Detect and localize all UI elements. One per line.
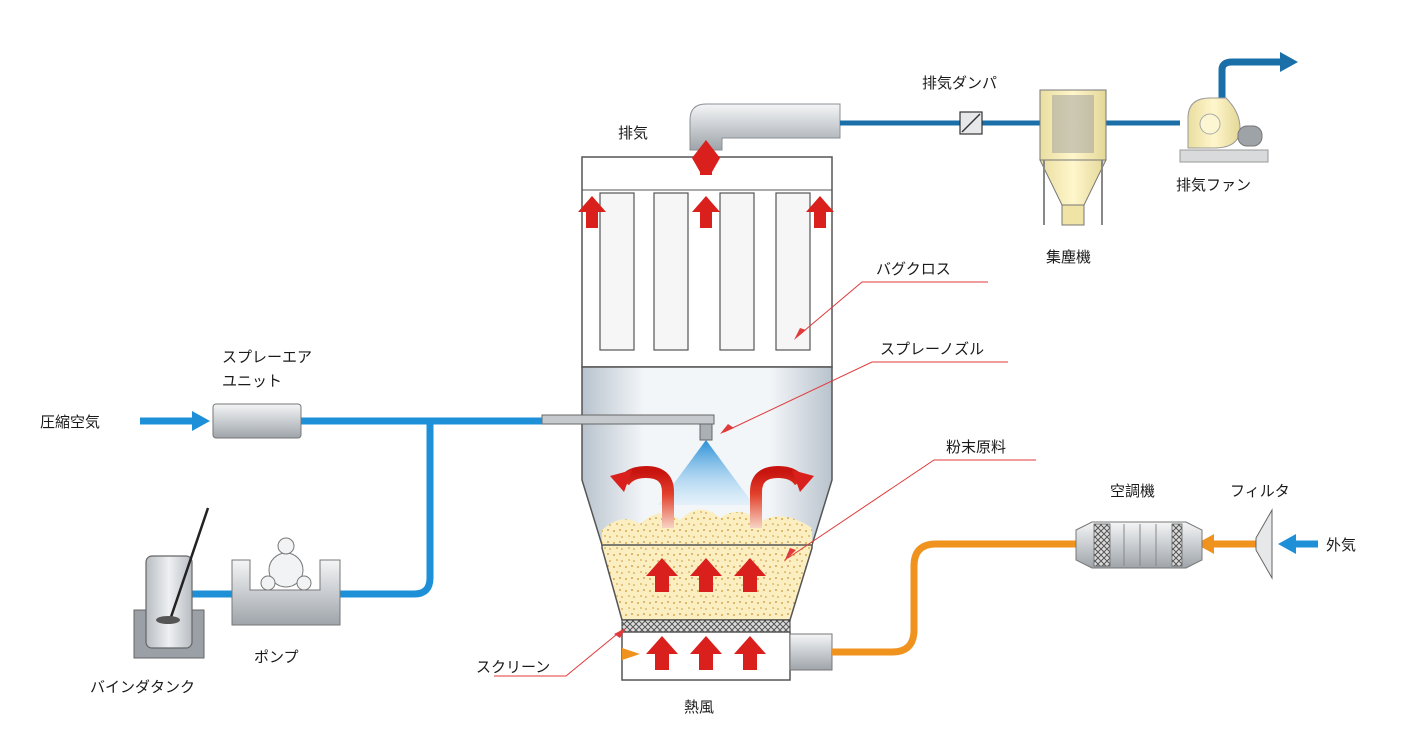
label-spray-nozzle: スプレーノズル (880, 340, 984, 358)
binder-tank (133, 507, 210, 659)
exhaust-fan (1179, 97, 1269, 163)
label-pump: ポンプ (254, 648, 299, 666)
exhaust-damper (959, 111, 983, 135)
label-bag-cloth: バグクロス (876, 260, 951, 278)
label-exhaust-fan: 排気ファン (1176, 176, 1251, 194)
label-compressed-air: 圧縮空気 (40, 413, 100, 431)
leader-lines (494, 281, 1036, 677)
leader-arrowhead (614, 628, 626, 638)
exhaust-pipe (840, 52, 1298, 126)
outside-air-arrow (1278, 534, 1318, 554)
hot-air-pipe (832, 534, 1256, 656)
spray-air-unit (212, 403, 302, 439)
circulation-arrow-right (750, 465, 814, 528)
label-dust-collector: 集塵機 (1046, 248, 1091, 266)
label-screen: スクリーン (476, 658, 550, 676)
pump (231, 537, 341, 626)
air-conditioner-unit (1075, 521, 1203, 569)
bag-cloth-filters (599, 192, 811, 351)
exhaust-duct (689, 103, 841, 151)
label-spray-air-unit-2: ユニット (222, 372, 282, 390)
hot-air-arrow (622, 636, 766, 670)
hot-air-inlet-box (789, 633, 833, 671)
filter-unit (1255, 508, 1273, 580)
fluidizing-arrow (646, 558, 766, 592)
label-hot-air: 熱風 (684, 698, 714, 716)
airflow-arrow-bag-mid (692, 196, 720, 228)
compressed-air-pipe (188, 417, 542, 598)
spray-plume (658, 440, 754, 505)
leader-arrowhead (720, 424, 734, 434)
label-spray-air-unit-1: スプレーエア (222, 348, 312, 366)
label-air-conditioner: 空調機 (1110, 482, 1155, 500)
airflow-arrow-bag-left (578, 196, 606, 228)
label-binder-tank: バインダタンク (90, 678, 195, 696)
label-powder-material: 粉末原料 (946, 438, 1006, 456)
label-outside-air: 外気 (1326, 536, 1356, 554)
leader-arrowhead (784, 548, 796, 562)
screen-mesh (621, 619, 791, 633)
leader-arrowhead (794, 328, 806, 340)
dust-collector (1039, 89, 1107, 226)
airflow-arrow (692, 140, 720, 175)
circulation-arrow-left (610, 465, 674, 528)
compressed-air-arrow (140, 411, 210, 431)
label-filter: フィルタ (1230, 482, 1290, 500)
label-exhaust: 排気 (618, 124, 648, 142)
label-exhaust-damper: 排気ダンパ (922, 74, 997, 92)
airflow-arrow-bag-right (806, 196, 834, 228)
